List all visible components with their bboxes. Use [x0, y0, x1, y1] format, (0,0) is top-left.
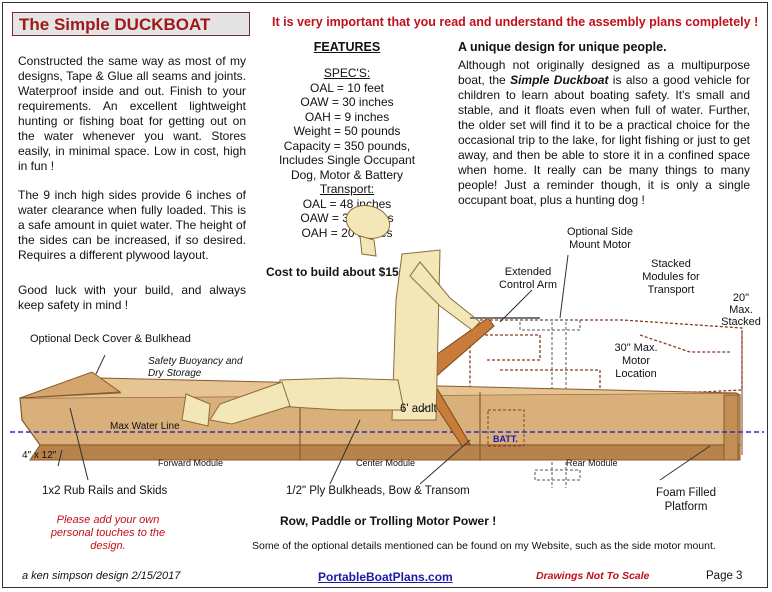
good-luck-paragraph: Good luck with your build, and always ke… — [18, 283, 246, 312]
specs-block: SPEC'S: OAL = 10 feet OAW = 30 inches OA… — [262, 66, 432, 240]
specs-heading: SPEC'S: — [323, 66, 371, 80]
page-title: The Simple DUCKBOAT — [12, 12, 250, 36]
dimensions-label: 4" x 12" — [22, 450, 57, 461]
website-note: Some of the optional details mentioned c… — [252, 540, 716, 552]
sides-paragraph: The 9 inch high sides provide 6 inches o… — [18, 188, 246, 262]
side-motor-label: Optional Side Mount Motor — [566, 226, 634, 251]
scale-note: Drawings Not To Scale — [536, 570, 650, 582]
safety-buoyancy-label: Safety Buoyancy and Dry Storage — [148, 356, 243, 379]
motor-location-label: 30" Max. Motor Location — [614, 342, 658, 380]
deck-cover-label: Optional Deck Cover & Bulkhead — [30, 333, 191, 345]
bulkheads-label: 1/2" Ply Bulkheads, Bow & Transom — [286, 485, 470, 497]
control-arm-label: Extended Control Arm — [498, 266, 558, 291]
stacked-modules-label: Stacked Modules for Transport — [642, 258, 700, 296]
intro-paragraph: Constructed the same way as most of my d… — [18, 54, 246, 173]
center-module-label: Center Module — [356, 458, 416, 468]
page-number: Page 3 — [706, 570, 743, 582]
website-link[interactable]: PortableBoatPlans.com — [318, 570, 453, 584]
max-stacked-label: 20" Max. Stacked — [721, 292, 761, 328]
spec-line: OAL = 10 feet — [310, 80, 384, 95]
power-note: Row, Paddle or Trolling Motor Power ! — [280, 514, 497, 528]
adult-label: 6' adult — [400, 403, 437, 415]
spec-line: OAH = 9 inches — [304, 109, 390, 124]
right-heading: A unique design for unique people. — [458, 40, 667, 54]
features-heading: FEATURES — [313, 40, 381, 54]
spec-line: Includes Single Occupant — [278, 153, 416, 167]
battery-label: BATT. — [493, 434, 518, 444]
multipurpose-paragraph: Although not originally designed as a mu… — [458, 58, 750, 207]
deck-cover — [19, 371, 122, 399]
seated-adult — [181, 205, 481, 427]
rub-rails-label: 1x2 Rub Rails and Skids — [42, 485, 168, 497]
transport-heading: Transport: — [319, 182, 375, 196]
forward-module-label: Forward Module — [158, 458, 224, 468]
spec-line: OAW = 30 inches — [300, 95, 394, 109]
foam-platform-label: Foam Filled Platform — [655, 487, 717, 513]
assembly-warning: It is very important that you read and u… — [272, 15, 759, 29]
spec-line: Dog, Motor & Battery — [290, 167, 404, 182]
personal-touches-note: Please add your own personal touches to … — [50, 514, 166, 552]
water-line-label: Max Water Line — [110, 421, 180, 432]
spec-line: Capacity = 350 pounds, — [283, 138, 411, 153]
battery-outline — [487, 409, 525, 447]
spec-line: Weight = 50 pounds — [293, 124, 401, 138]
cost-note: Cost to build about $150 — [266, 265, 406, 279]
rear-module-label: Rear Module — [566, 458, 618, 468]
design-credit: a ken simpson design 2/15/2017 — [22, 570, 181, 582]
leader-lines — [57, 254, 711, 485]
